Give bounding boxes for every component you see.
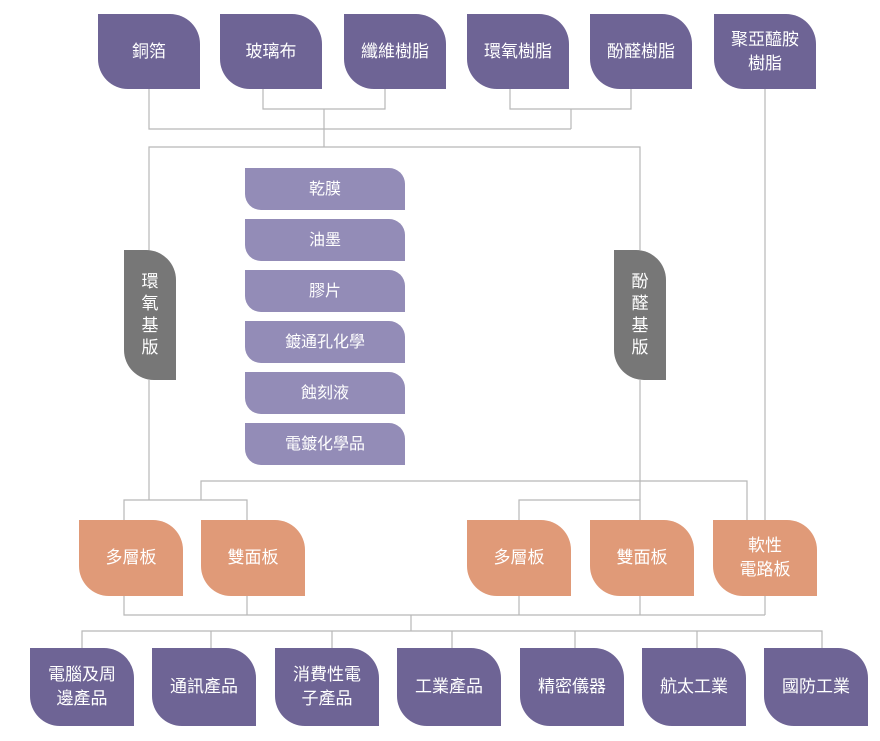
app-communication: 通訊產品 bbox=[152, 648, 256, 726]
material-label: 聚亞醯胺 樹脂 bbox=[731, 29, 799, 74]
connector-chemicals-route bbox=[200, 480, 748, 520]
chemical-label: 膠片 bbox=[308, 281, 341, 300]
substrate-epoxy: 環氧基版 bbox=[124, 250, 176, 380]
app-label: 通訊產品 bbox=[170, 677, 238, 697]
app-label: 消費性電 子產品 bbox=[293, 665, 361, 709]
chemical-label: 油墨 bbox=[308, 230, 341, 249]
app-aerospace: 航太工業 bbox=[642, 648, 746, 726]
board-label: 雙面板 bbox=[616, 548, 668, 568]
substrate-label: 環氧基版 bbox=[141, 272, 159, 358]
app-label: 國防工業 bbox=[782, 677, 850, 697]
board-label: 軟性 電路板 bbox=[739, 536, 791, 580]
chemical-label: 鍍通孔化學 bbox=[284, 332, 365, 351]
chemical-pth: 鍍通孔化學 bbox=[245, 321, 405, 363]
material-glass-cloth: 玻璃布 bbox=[220, 14, 322, 89]
chemical-dry-film: 乾膜 bbox=[245, 168, 405, 210]
board-double-sided-left: 雙面板 bbox=[201, 520, 305, 596]
material-phenolic-resin: 酚醛樹脂 bbox=[590, 14, 692, 89]
material-polyimide-resin: 聚亞醯胺 樹脂 bbox=[714, 14, 816, 89]
chemical-ink: 油墨 bbox=[245, 219, 405, 261]
app-label: 航太工業 bbox=[660, 677, 728, 697]
app-label: 電腦及周 邊產品 bbox=[48, 665, 116, 709]
board-label: 多層板 bbox=[493, 548, 545, 568]
substrate-label: 酚醛基版 bbox=[631, 272, 649, 358]
connector-right-boards-bracket bbox=[518, 499, 641, 520]
app-computer-peripherals: 電腦及周 邊產品 bbox=[30, 648, 134, 726]
material-copper-foil: 銅箔 bbox=[98, 14, 200, 89]
material-fiber-resin: 纖維樹脂 bbox=[344, 14, 446, 89]
board-label: 雙面板 bbox=[227, 548, 279, 568]
material-epoxy-resin: 環氧樹脂 bbox=[467, 14, 569, 89]
app-industrial: 工業產品 bbox=[397, 648, 501, 726]
material-label: 酚醛樹脂 bbox=[607, 41, 675, 62]
connector-glass-fiber-bracket bbox=[262, 89, 386, 110]
substrate-phenolic: 酚醛基版 bbox=[614, 250, 666, 380]
app-label: 精密儀器 bbox=[538, 677, 606, 697]
material-label: 纖維樹脂 bbox=[361, 41, 429, 62]
chemical-film: 膠片 bbox=[245, 270, 405, 312]
chemical-label: 電鍍化學品 bbox=[284, 434, 365, 453]
chemical-label: 蝕刻液 bbox=[300, 383, 349, 402]
app-consumer-electronics: 消費性電 子產品 bbox=[275, 648, 379, 726]
chemical-label: 乾膜 bbox=[308, 179, 341, 198]
connector-left-boards-bracket bbox=[123, 499, 248, 520]
board-multilayer-left: 多層板 bbox=[79, 520, 183, 596]
connector-substrate-branch bbox=[148, 146, 641, 250]
material-label: 環氧樹脂 bbox=[484, 41, 552, 62]
material-label: 玻璃布 bbox=[245, 41, 297, 62]
chemical-etchant: 蝕刻液 bbox=[245, 372, 405, 414]
material-label: 銅箔 bbox=[132, 41, 166, 62]
app-precision-instruments: 精密儀器 bbox=[520, 648, 624, 726]
board-label: 多層板 bbox=[105, 548, 157, 568]
board-double-sided-right: 雙面板 bbox=[590, 520, 694, 596]
app-defense: 國防工業 bbox=[764, 648, 868, 726]
connector-boards-bottom bbox=[123, 596, 765, 616]
connector-copper-down bbox=[148, 89, 571, 130]
app-label: 工業產品 bbox=[415, 677, 483, 697]
connector-epoxy-phenolic-bracket bbox=[509, 89, 632, 110]
board-multilayer-right: 多層板 bbox=[467, 520, 571, 596]
chemical-plating: 電鍍化學品 bbox=[245, 423, 405, 465]
board-flexible-circuit: 軟性 電路板 bbox=[713, 520, 817, 596]
